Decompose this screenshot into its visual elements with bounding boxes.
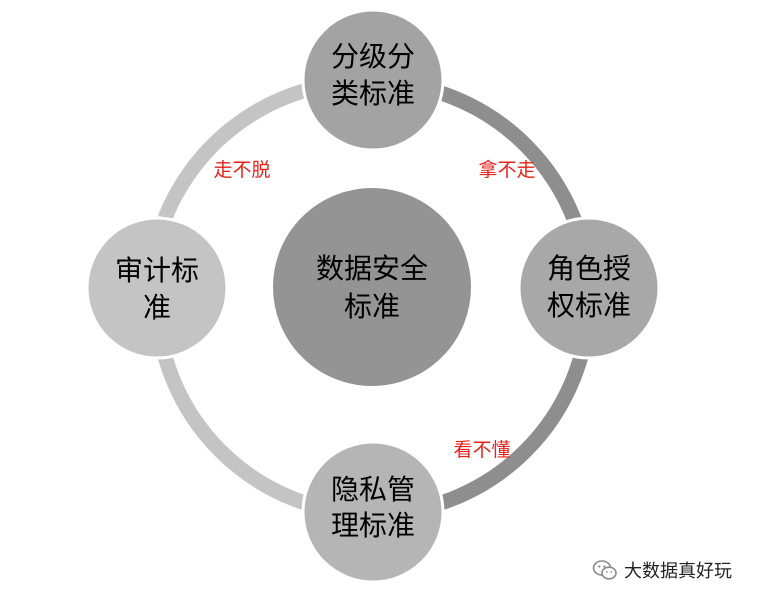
node-privacy-management-standard [301, 440, 445, 584]
node-audit-standard [85, 216, 229, 360]
watermark: 大数据真好玩 [592, 556, 732, 584]
edge-label-bottom-right: 看不懂 [453, 439, 510, 461]
center-circle [271, 186, 473, 388]
node-top-label-line1: 分级分 [331, 40, 415, 73]
node-classification-standard [301, 8, 445, 152]
node-left-label-line2: 准 [143, 291, 171, 324]
node-right-label-line2: 权标准 [547, 289, 631, 322]
node-role-authorization-standard [517, 216, 661, 360]
center-label-line1: 数据安全 [316, 252, 428, 285]
wechat-icon [592, 560, 617, 580]
node-left-label-line1: 审计标 [115, 254, 199, 287]
node-right-label-line1: 角色授 [547, 252, 631, 285]
edge-label-top-right: 拿不走 [478, 158, 535, 181]
node-bottom-label-line2: 理标准 [331, 509, 415, 542]
node-bottom-label-line1: 隐私管 [331, 473, 415, 506]
edge-label-top-left: 走不脱 [213, 159, 270, 181]
watermark-text: 大数据真好玩 [624, 561, 732, 582]
node-top-label-line2: 类标准 [331, 77, 415, 110]
center-label-line2: 标准 [344, 290, 400, 323]
